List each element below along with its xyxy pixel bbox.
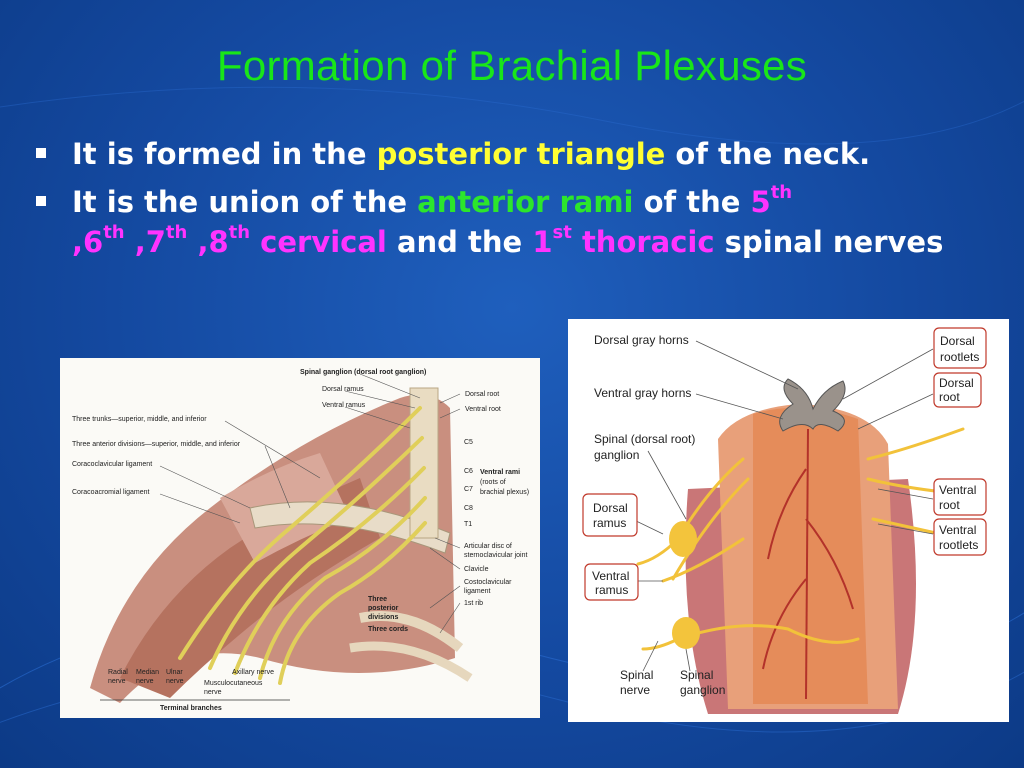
label-first-rib: 1st rib xyxy=(464,600,483,607)
bullet2-text-a: It is the union of the xyxy=(72,185,418,219)
spinal-cord-section-illustration: Dorsal gray horns Ventral gray horns Spi… xyxy=(568,319,1009,722)
label-musculocutaneous-nerve: nerve xyxy=(204,689,222,696)
label-dorsal-root-box: Dorsal xyxy=(939,376,974,390)
label-c6: C6 xyxy=(464,468,473,475)
number-6: ,6 xyxy=(72,225,104,259)
label-dorsal-root: Dorsal root xyxy=(465,391,499,398)
number-1: 1 xyxy=(532,225,553,259)
bullet2-text-b: of the xyxy=(633,185,751,219)
label-ventral-ramus-box: Ventral xyxy=(592,569,629,583)
label-three: Three xyxy=(368,596,387,603)
label-median-nerve: nerve xyxy=(136,678,154,685)
label-ventral-rootlets-box: Ventral xyxy=(939,523,976,537)
number-5: 5 xyxy=(750,185,771,219)
label-terminal-branches: Terminal branches xyxy=(160,705,222,712)
label-coracoacromial: Coracoacromial ligament xyxy=(72,489,149,496)
label-ventral-ramus: Ventral ramus xyxy=(322,402,366,409)
number-8: ,8 xyxy=(187,225,229,259)
label-three-trunks: Three trunks—superior, middle, and infer… xyxy=(72,416,207,423)
label-c7: C7 xyxy=(464,486,473,493)
anterior-rami-highlight: anterior rami xyxy=(417,185,634,219)
cervical-highlight: cervical xyxy=(250,225,387,259)
brachial-plexus-shoulder-illustration: Spinal ganglion (dorsal root ganglion) D… xyxy=(60,358,540,718)
bullet-square-icon xyxy=(36,196,46,206)
slide-title: Formation of Brachial Plexuses xyxy=(216,42,808,89)
label-ligament: ligament xyxy=(464,588,491,595)
label-brachial-plexus: brachial plexus) xyxy=(480,489,529,496)
bullet-item-2: It is the union of the anterior rami of … xyxy=(30,182,980,262)
label-ramus: ramus xyxy=(593,516,626,530)
label-divisions: divisions xyxy=(368,614,398,621)
posterior-triangle-highlight: posterior triangle xyxy=(376,137,666,171)
label-coracoclavicular: Coracoclavicular ligament xyxy=(72,461,152,468)
bullet1-text-b: of the neck. xyxy=(665,137,871,171)
label-ventral-gray-horns: Ventral gray horns xyxy=(594,386,691,400)
label-spinal-dorsal-root: Spinal (dorsal root) xyxy=(594,432,695,446)
label-roots-of: (roots of xyxy=(480,479,506,486)
label-t1: T1 xyxy=(464,521,472,528)
label-median: Median xyxy=(136,669,159,676)
sup-8: th xyxy=(228,222,251,243)
label-spinal-ganglion-1: Spinal xyxy=(680,668,713,682)
bullet2-text-d: spinal nerves xyxy=(714,225,944,259)
label-three-anterior: Three anterior divisions—superior, middl… xyxy=(72,441,241,448)
label-root-2: root xyxy=(939,498,960,512)
label-ramus-2: ramus xyxy=(595,583,628,597)
label-spinal-nerve-2: nerve xyxy=(620,683,650,697)
label-ganglion: ganglion xyxy=(594,448,639,462)
bullet-square-icon xyxy=(36,148,46,158)
label-costoclavicular: Costoclavicular xyxy=(464,579,512,586)
bullet1-text-a: It is formed in the xyxy=(72,137,377,171)
thoracic-highlight: thoracic xyxy=(571,225,715,259)
label-dorsal-ramus-box: Dorsal xyxy=(593,501,628,515)
label-spinal-nerve-1: Spinal xyxy=(620,668,653,682)
label-ventral-rami: Ventral rami xyxy=(480,469,520,476)
label-rootlets: rootlets xyxy=(940,350,979,364)
label-rootlets-2: rootlets xyxy=(939,538,978,552)
label-root: root xyxy=(939,390,960,404)
label-radial-nerve: nerve xyxy=(108,678,126,685)
label-spinal-ganglion-2: ganglion xyxy=(680,683,725,697)
label-musculocutaneous: Musculocutaneous xyxy=(204,680,263,687)
label-c5: C5 xyxy=(464,439,473,446)
label-posterior: posterior xyxy=(368,605,399,612)
label-three-cords: Three cords xyxy=(368,626,408,633)
label-clavicle: Clavicle xyxy=(464,566,489,573)
sup-6: th xyxy=(103,222,125,243)
label-radial: Radial xyxy=(108,669,128,676)
label-spinal-ganglion: Spinal ganglion (dorsal root ganglion) xyxy=(300,369,426,376)
label-dorsal-ramus: Dorsal ramus xyxy=(322,386,364,393)
label-ulnar-nerve: nerve xyxy=(166,678,184,685)
sup-7: th xyxy=(165,222,188,243)
label-ventral-root-box: Ventral xyxy=(939,483,976,497)
label-articular-disc: Articular disc of xyxy=(464,543,512,550)
label-dorsal-gray-horns: Dorsal gray horns xyxy=(594,333,689,347)
bullet-list: It is formed in the posterior triangle o… xyxy=(30,134,980,270)
sup-1: st xyxy=(552,222,572,243)
label-axillary-nerve: Axillary nerve xyxy=(232,669,274,676)
number-7: ,7 xyxy=(124,225,166,259)
label-ventral-root: Ventral root xyxy=(465,406,501,413)
sup-5: th xyxy=(770,182,793,203)
bullet-item-1: It is formed in the posterior triangle o… xyxy=(30,134,980,174)
label-ulnar: Ulnar xyxy=(166,669,183,676)
label-sternoclavicular: sternoclavicular joint xyxy=(464,552,527,559)
bullet2-text-c: and the xyxy=(386,225,533,259)
label-c8: C8 xyxy=(464,505,473,512)
label-dorsal-rootlets-box: Dorsal xyxy=(940,334,975,348)
